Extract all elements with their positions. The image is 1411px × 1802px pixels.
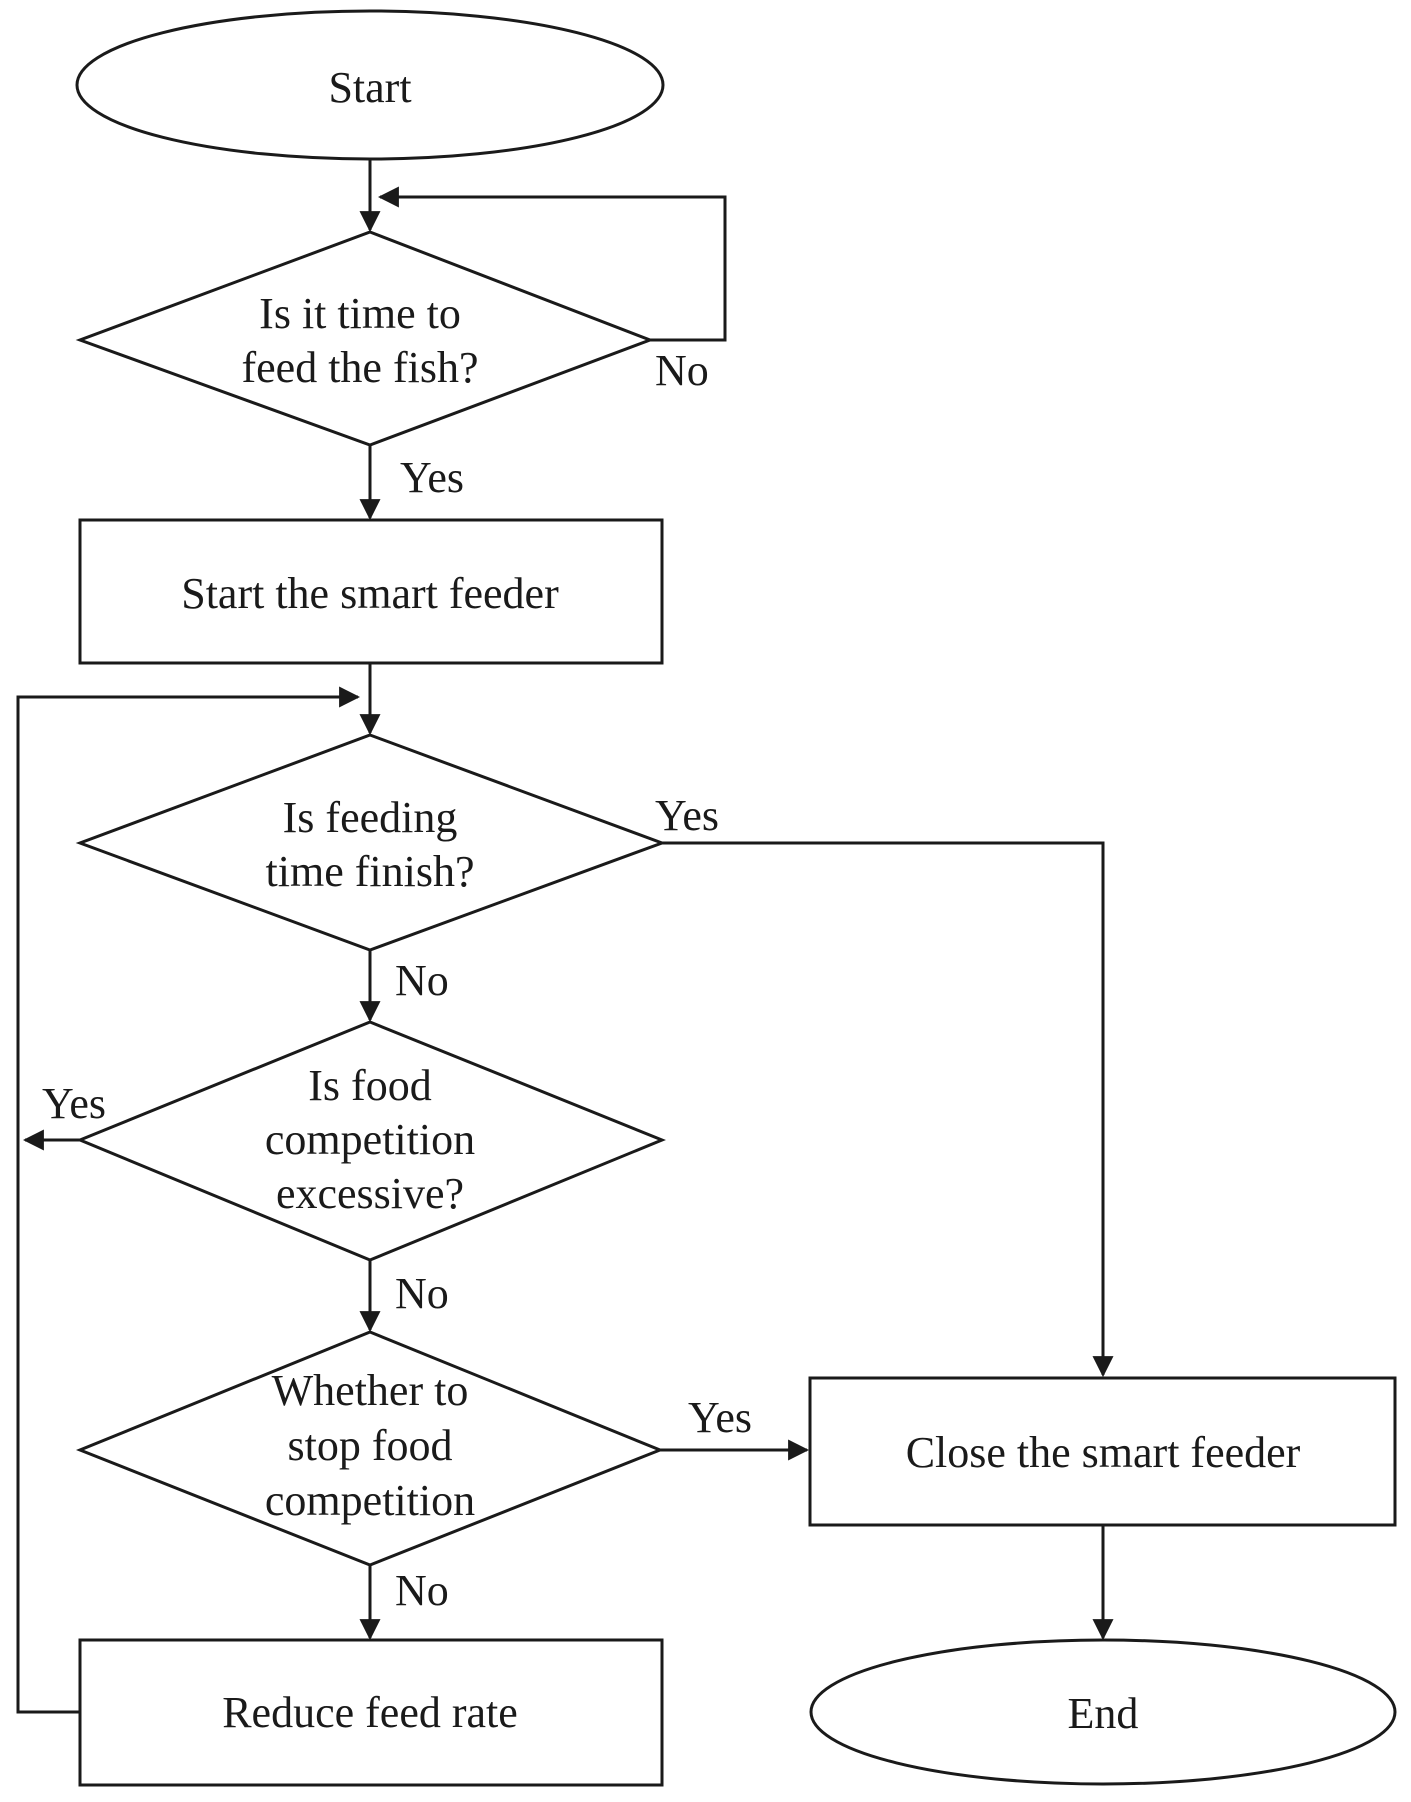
decision-stop-competition-line-2: stop food — [288, 1421, 453, 1470]
start-label: Start — [328, 63, 411, 112]
decision-stop-competition: Whether to stop food competition — [75, 1330, 665, 1567]
arrow-feeding-finish-yes — [662, 841, 1114, 1378]
decision-competition-line-3: excessive? — [276, 1169, 464, 1218]
edge-label-feed-time-yes: Yes — [400, 453, 464, 502]
decision-competition-line-2: competition — [265, 1115, 475, 1164]
connectors — [16, 160, 1114, 1714]
edge-label-competition-yes: Yes — [42, 1079, 106, 1128]
close-feeder-label: Close the smart feeder — [906, 1428, 1301, 1477]
decision-feeding-finish-line-2: time finish? — [266, 847, 475, 896]
decision-feed-time: Is it time to feed the fish? — [75, 230, 655, 447]
edge-labels: No Yes Yes No Yes No Yes No — [42, 346, 752, 1615]
close-feeder-process: Close the smart feeder — [808, 1376, 1397, 1527]
end-label: End — [1068, 1689, 1139, 1738]
start-feeder-process: Start the smart feeder — [78, 518, 664, 665]
decision-competition-line-1: Is food — [308, 1061, 431, 1110]
decision-feeding-finish: Is feeding time finish? — [75, 733, 667, 952]
edge-label-feeding-finish-no: No — [395, 956, 449, 1005]
arrow-feed-time-no-loop — [377, 186, 727, 342]
decision-stop-competition-line-3: competition — [265, 1476, 475, 1525]
decision-feed-time-line-1: Is it time to — [259, 289, 461, 338]
reduce-feed-rate-process: Reduce feed rate — [78, 1638, 664, 1787]
edge-label-stop-competition-yes: Yes — [688, 1393, 752, 1442]
start-feeder-label: Start the smart feeder — [181, 569, 559, 618]
decision-feeding-finish-line-1: Is feeding — [283, 793, 458, 842]
edge-label-feeding-finish-yes: Yes — [655, 791, 719, 840]
end-terminal: End — [809, 1638, 1397, 1786]
edge-label-feed-time-no: No — [655, 346, 709, 395]
decision-competition: Is food competition excessive? — [76, 1020, 666, 1262]
arrow-reduce-feed-rate-loop — [16, 686, 361, 1714]
edge-label-stop-competition-no: No — [395, 1566, 449, 1615]
start-terminal: Start — [75, 9, 665, 161]
reduce-feed-rate-label: Reduce feed rate — [222, 1688, 518, 1737]
decision-stop-competition-line-1: Whether to — [272, 1366, 469, 1415]
edge-label-competition-no: No — [395, 1269, 449, 1318]
decision-feed-time-line-2: feed the fish? — [242, 343, 479, 392]
